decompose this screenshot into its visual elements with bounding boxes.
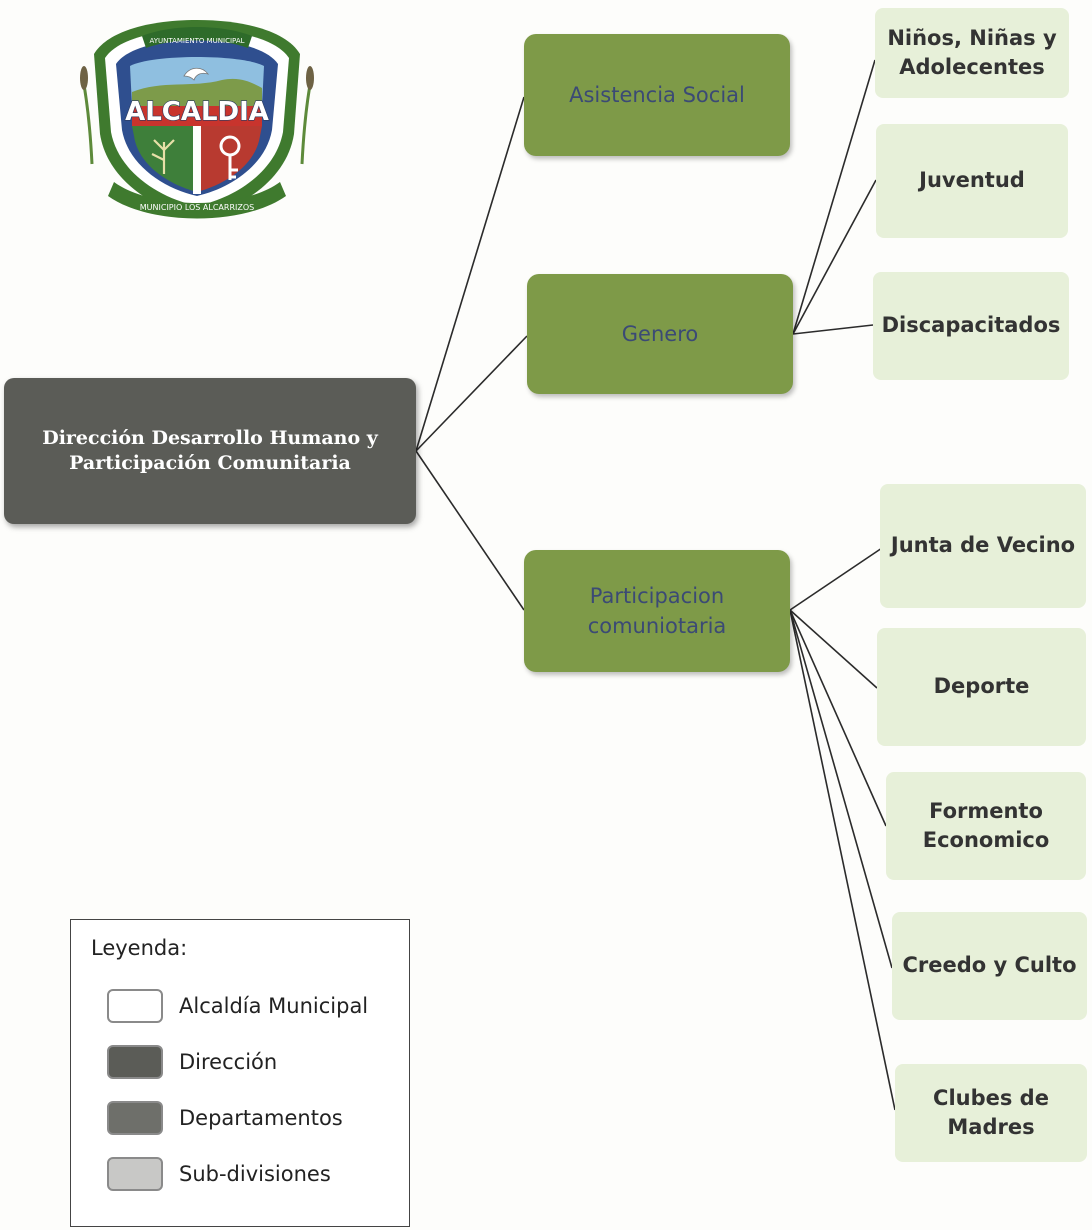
legend-label: Sub-divisiones xyxy=(179,1162,331,1186)
sub-node-ninos-ninas-adolecentes: Niños, Niñas y Adolecentes xyxy=(875,8,1069,98)
dept-label-line-1: Participacion xyxy=(589,583,725,608)
legend-swatch-direccion xyxy=(107,1045,163,1079)
sub-label: Juventud xyxy=(919,168,1025,193)
legend: Leyenda: Alcaldía Municipal Dirección De… xyxy=(70,919,410,1227)
sub-label: Creedo y Culto xyxy=(902,953,1077,978)
dept-node-asistencia-social: Asistencia Social xyxy=(524,34,790,156)
connector-part-junta xyxy=(789,547,883,611)
legend-title: Leyenda: xyxy=(91,936,188,960)
sub-node-juventud: Juventud xyxy=(876,124,1068,238)
sub-node-deporte: Deporte xyxy=(877,628,1086,746)
dept-label: Genero xyxy=(621,321,699,346)
legend-swatch-subdivisiones xyxy=(107,1157,163,1191)
sub-node-junta-de-vecino: Junta de Vecino xyxy=(880,484,1086,608)
connector-part-creedo xyxy=(789,609,893,969)
root-node-line-2: Participación Comunitaria xyxy=(69,452,351,474)
dept-node-participacion-comuniotaria: Participacion comuniotaria xyxy=(524,550,790,672)
sub-label-line-1: Clubes de xyxy=(933,1085,1049,1110)
connector-root-asistencia xyxy=(415,96,525,452)
sub-node-discapacitados: Discapacitados xyxy=(873,272,1069,380)
legend-label: Dirección xyxy=(179,1050,278,1074)
legend-swatch-departamentos xyxy=(107,1101,163,1135)
sub-label: Deporte xyxy=(933,674,1030,699)
root-node-line-1: Dirección Desarrollo Humano y xyxy=(42,427,378,450)
connector-part-clubes xyxy=(789,609,896,1111)
dept-node-genero: Genero xyxy=(527,274,793,394)
dept-label-line-2: comuniotaria xyxy=(587,614,727,638)
connector-genero-juventud xyxy=(792,179,877,335)
legend-label: Departamentos xyxy=(179,1106,343,1130)
legend-label: Alcaldía Municipal xyxy=(179,994,369,1018)
connector-root-genero xyxy=(415,335,528,452)
logo-title: ALCALDIA xyxy=(125,97,269,127)
root-node-direccion: Dirección Desarrollo Humano y Participac… xyxy=(4,378,416,524)
dept-label: Asistencia Social xyxy=(569,82,745,107)
alcaldia-logo: AYUNTAMIENTO MUNICIPAL ALCALDIA MUNICIPI… xyxy=(80,20,314,219)
sub-label-line-2: Economico xyxy=(922,828,1050,852)
sub-node-creedo-y-culto: Creedo y Culto xyxy=(892,912,1087,1020)
connector-part-deporte xyxy=(789,609,878,689)
sub-node-formento-economico: Formento Economico xyxy=(886,772,1086,880)
connector-part-formento xyxy=(789,609,887,827)
sub-label-line-1: Formento xyxy=(929,798,1043,823)
sub-label-line-2: Adolecentes xyxy=(899,55,1045,79)
sub-label: Discapacitados xyxy=(881,313,1061,338)
connector-genero-discapacitados xyxy=(792,324,874,335)
logo-ring-text: AYUNTAMIENTO MUNICIPAL xyxy=(149,37,244,45)
legend-swatch-alcaldia xyxy=(107,989,163,1023)
legend-item-direccion: Dirección xyxy=(107,1044,277,1080)
connector-root-participacion xyxy=(415,450,525,611)
legend-item-alcaldia: Alcaldía Municipal xyxy=(107,988,368,1024)
sub-node-clubes-de-madres: Clubes de Madres xyxy=(895,1064,1087,1162)
sub-label-line-2: Madres xyxy=(947,1115,1035,1139)
sub-label-line-1: Niños, Niñas y xyxy=(887,25,1057,50)
sub-label: Junta de Vecino xyxy=(890,533,1076,558)
legend-item-departamentos: Departamentos xyxy=(107,1100,343,1136)
logo-banner-text: MUNICIPIO LOS ALCARRIZOS xyxy=(140,203,254,212)
legend-item-subdivisiones: Sub-divisiones xyxy=(107,1156,331,1192)
connector-genero-ninos xyxy=(792,59,876,335)
